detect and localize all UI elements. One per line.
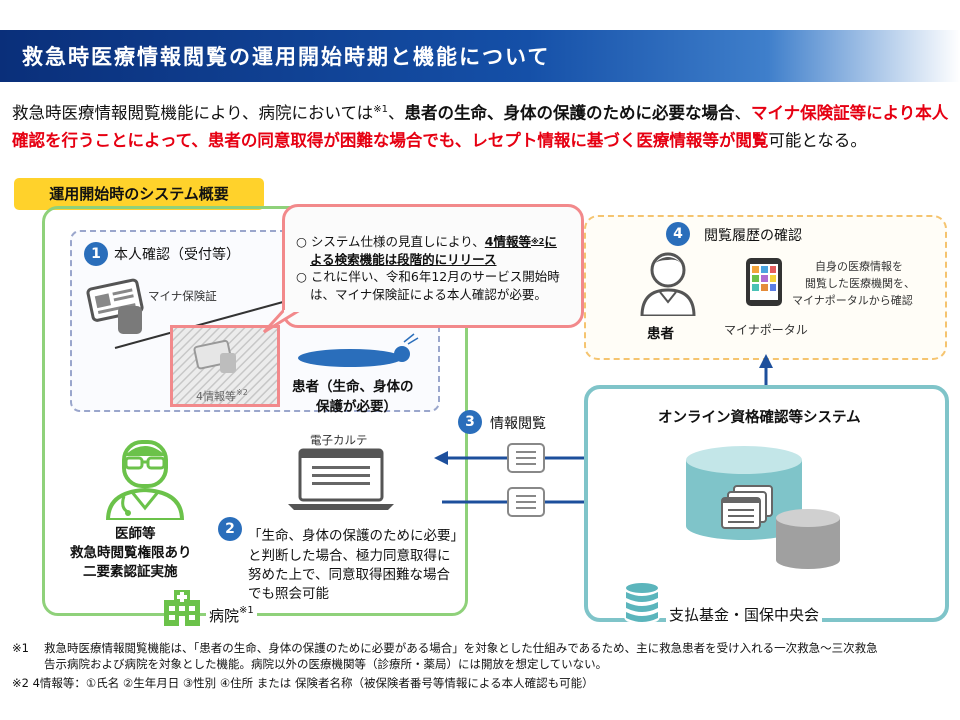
intro-text-1: 救急時医療情報閲覧機能により、病院においては bbox=[12, 103, 374, 123]
callout-text: ○ システム仕様の見直しにより、4情報等※2に よる検索機能は段階的にリリース … bbox=[296, 234, 580, 304]
intro-text-3: 、 bbox=[734, 103, 751, 123]
portal-label: マイナポータル bbox=[724, 323, 808, 337]
hospital-label: 病院※1 bbox=[206, 605, 257, 626]
patient-label-line2: 保護が必要） bbox=[316, 399, 397, 415]
callout-line-2: よる検索機能は段階的にリリース bbox=[310, 251, 497, 267]
four-info-hatched-box bbox=[170, 325, 280, 407]
patient-person-icon bbox=[640, 252, 696, 316]
hospital-label-note: ※1 bbox=[239, 605, 254, 616]
divider-line bbox=[114, 295, 306, 349]
four-info-note: ※2 bbox=[236, 388, 248, 397]
step-2-line3: 努めた上で、同意取得困難な場合 bbox=[248, 567, 450, 583]
callout-line-1-note: ※2 bbox=[530, 237, 545, 246]
page-title: 救急時医療情報閲覧の運用開始時期と機能について bbox=[22, 45, 551, 69]
header-banner bbox=[0, 30, 960, 82]
doctor-icon bbox=[105, 440, 185, 520]
four-info-label: 4情報等※2 bbox=[196, 388, 248, 404]
org-label: 支払基金・国保中央会 bbox=[666, 604, 823, 625]
access-desc-line2: 閲覧した医療機関を、 bbox=[805, 277, 915, 290]
step-2-line1: 「生命、身体の保護のために必要」 bbox=[248, 528, 464, 544]
spec-change-callout bbox=[282, 204, 584, 328]
step-4-badge: 4 bbox=[666, 222, 690, 246]
callout-line-1b: 4情報等 bbox=[484, 234, 531, 249]
info-flow-arrows bbox=[434, 443, 618, 517]
callout-line-3: ○ これに伴い、令和6年12月のサービス開始時 bbox=[296, 269, 560, 284]
step-2-line2: と判断した場合、極力同意取得に bbox=[248, 548, 451, 564]
hospital-building-icon bbox=[164, 590, 200, 626]
doctor-label-line1: 医師等 bbox=[115, 526, 156, 542]
access-patient-label: 患者 bbox=[647, 326, 674, 342]
access-desc-line3: マイナポータルから確認 bbox=[792, 294, 913, 307]
footnote-1-line1: 救急時医療情報閲覧機能は、「患者の生命、身体の保護のために必要がある場合」を対象… bbox=[44, 641, 878, 655]
database-icon bbox=[686, 446, 840, 569]
callout-line-1a: ○ システム仕様の見直しにより、 bbox=[296, 234, 485, 249]
myna-card-icon bbox=[86, 278, 144, 334]
footnote-1-mark: ※1 bbox=[12, 641, 29, 655]
step-4-label: 閲覧履歴の確認 bbox=[704, 228, 802, 244]
step-2-badge: 2 bbox=[218, 517, 242, 541]
footnote-1-line2: 告示病院および病院を対象とした機能。病院以外の医療機関等（診療所・薬局）には開放… bbox=[44, 657, 608, 671]
step-3-badge: 3 bbox=[458, 410, 482, 434]
callout-line-1: ○ システム仕様の見直しにより、4情報等※2に bbox=[296, 234, 580, 251]
step-3-label: 情報閲覧 bbox=[490, 416, 546, 432]
intro-bold-text: 患者の生命、身体の保護のために必要な場合 bbox=[404, 103, 735, 123]
footnote-2: ※2 4情報等：①氏名 ②生年月日 ③性別 ④住所 または 保険者名称（被保険者… bbox=[12, 676, 594, 690]
intro-note-1: ※1 bbox=[373, 104, 388, 115]
callout-pointer bbox=[262, 310, 302, 334]
ekarte-label: 電子カルテ bbox=[310, 433, 368, 447]
step-2-line4: でも照会可能 bbox=[248, 586, 329, 602]
intro-red-text: マイナ保険証等により本人確認を行うことによって、患者の同意取得が困難な場合でも、… bbox=[12, 103, 949, 150]
ekarte-laptop-icon bbox=[288, 448, 394, 510]
callout-line-1c: に bbox=[544, 234, 557, 249]
step-1-badge: 1 bbox=[84, 242, 108, 266]
myna-card-label: マイナ保険証 bbox=[148, 289, 217, 303]
doctor-label-line3: 二要素認証実施 bbox=[83, 564, 178, 580]
patient-label-line1: 患者（生命、身体の bbox=[292, 379, 414, 395]
callout-line-4: は、マイナ保険証による本人確認が必要。 bbox=[310, 286, 547, 302]
lying-patient-icon bbox=[298, 333, 419, 367]
online-system-title: オンライン資格確認等システム bbox=[658, 410, 861, 426]
step-1-label: 本人確認（受付等） bbox=[114, 247, 240, 263]
intro-text-4: 可能となる。 bbox=[768, 130, 867, 150]
smartphone-icon bbox=[746, 258, 782, 306]
access-desc-line1: 自身の医療情報を bbox=[815, 260, 903, 273]
hospital-label-text: 病院 bbox=[209, 607, 240, 625]
doctor-label-line2: 救急時閲覧権限あり bbox=[70, 545, 192, 561]
intro-paragraph: 救急時医療情報閲覧機能により、病院においては※1、患者の生命、身体の保護のために… bbox=[12, 96, 952, 154]
intro-text-2: 、 bbox=[387, 103, 405, 123]
four-info-text: 4情報等 bbox=[196, 390, 236, 403]
org-database-icon bbox=[624, 583, 660, 622]
section-tag: 運用開始時のシステム概要 bbox=[14, 178, 264, 210]
